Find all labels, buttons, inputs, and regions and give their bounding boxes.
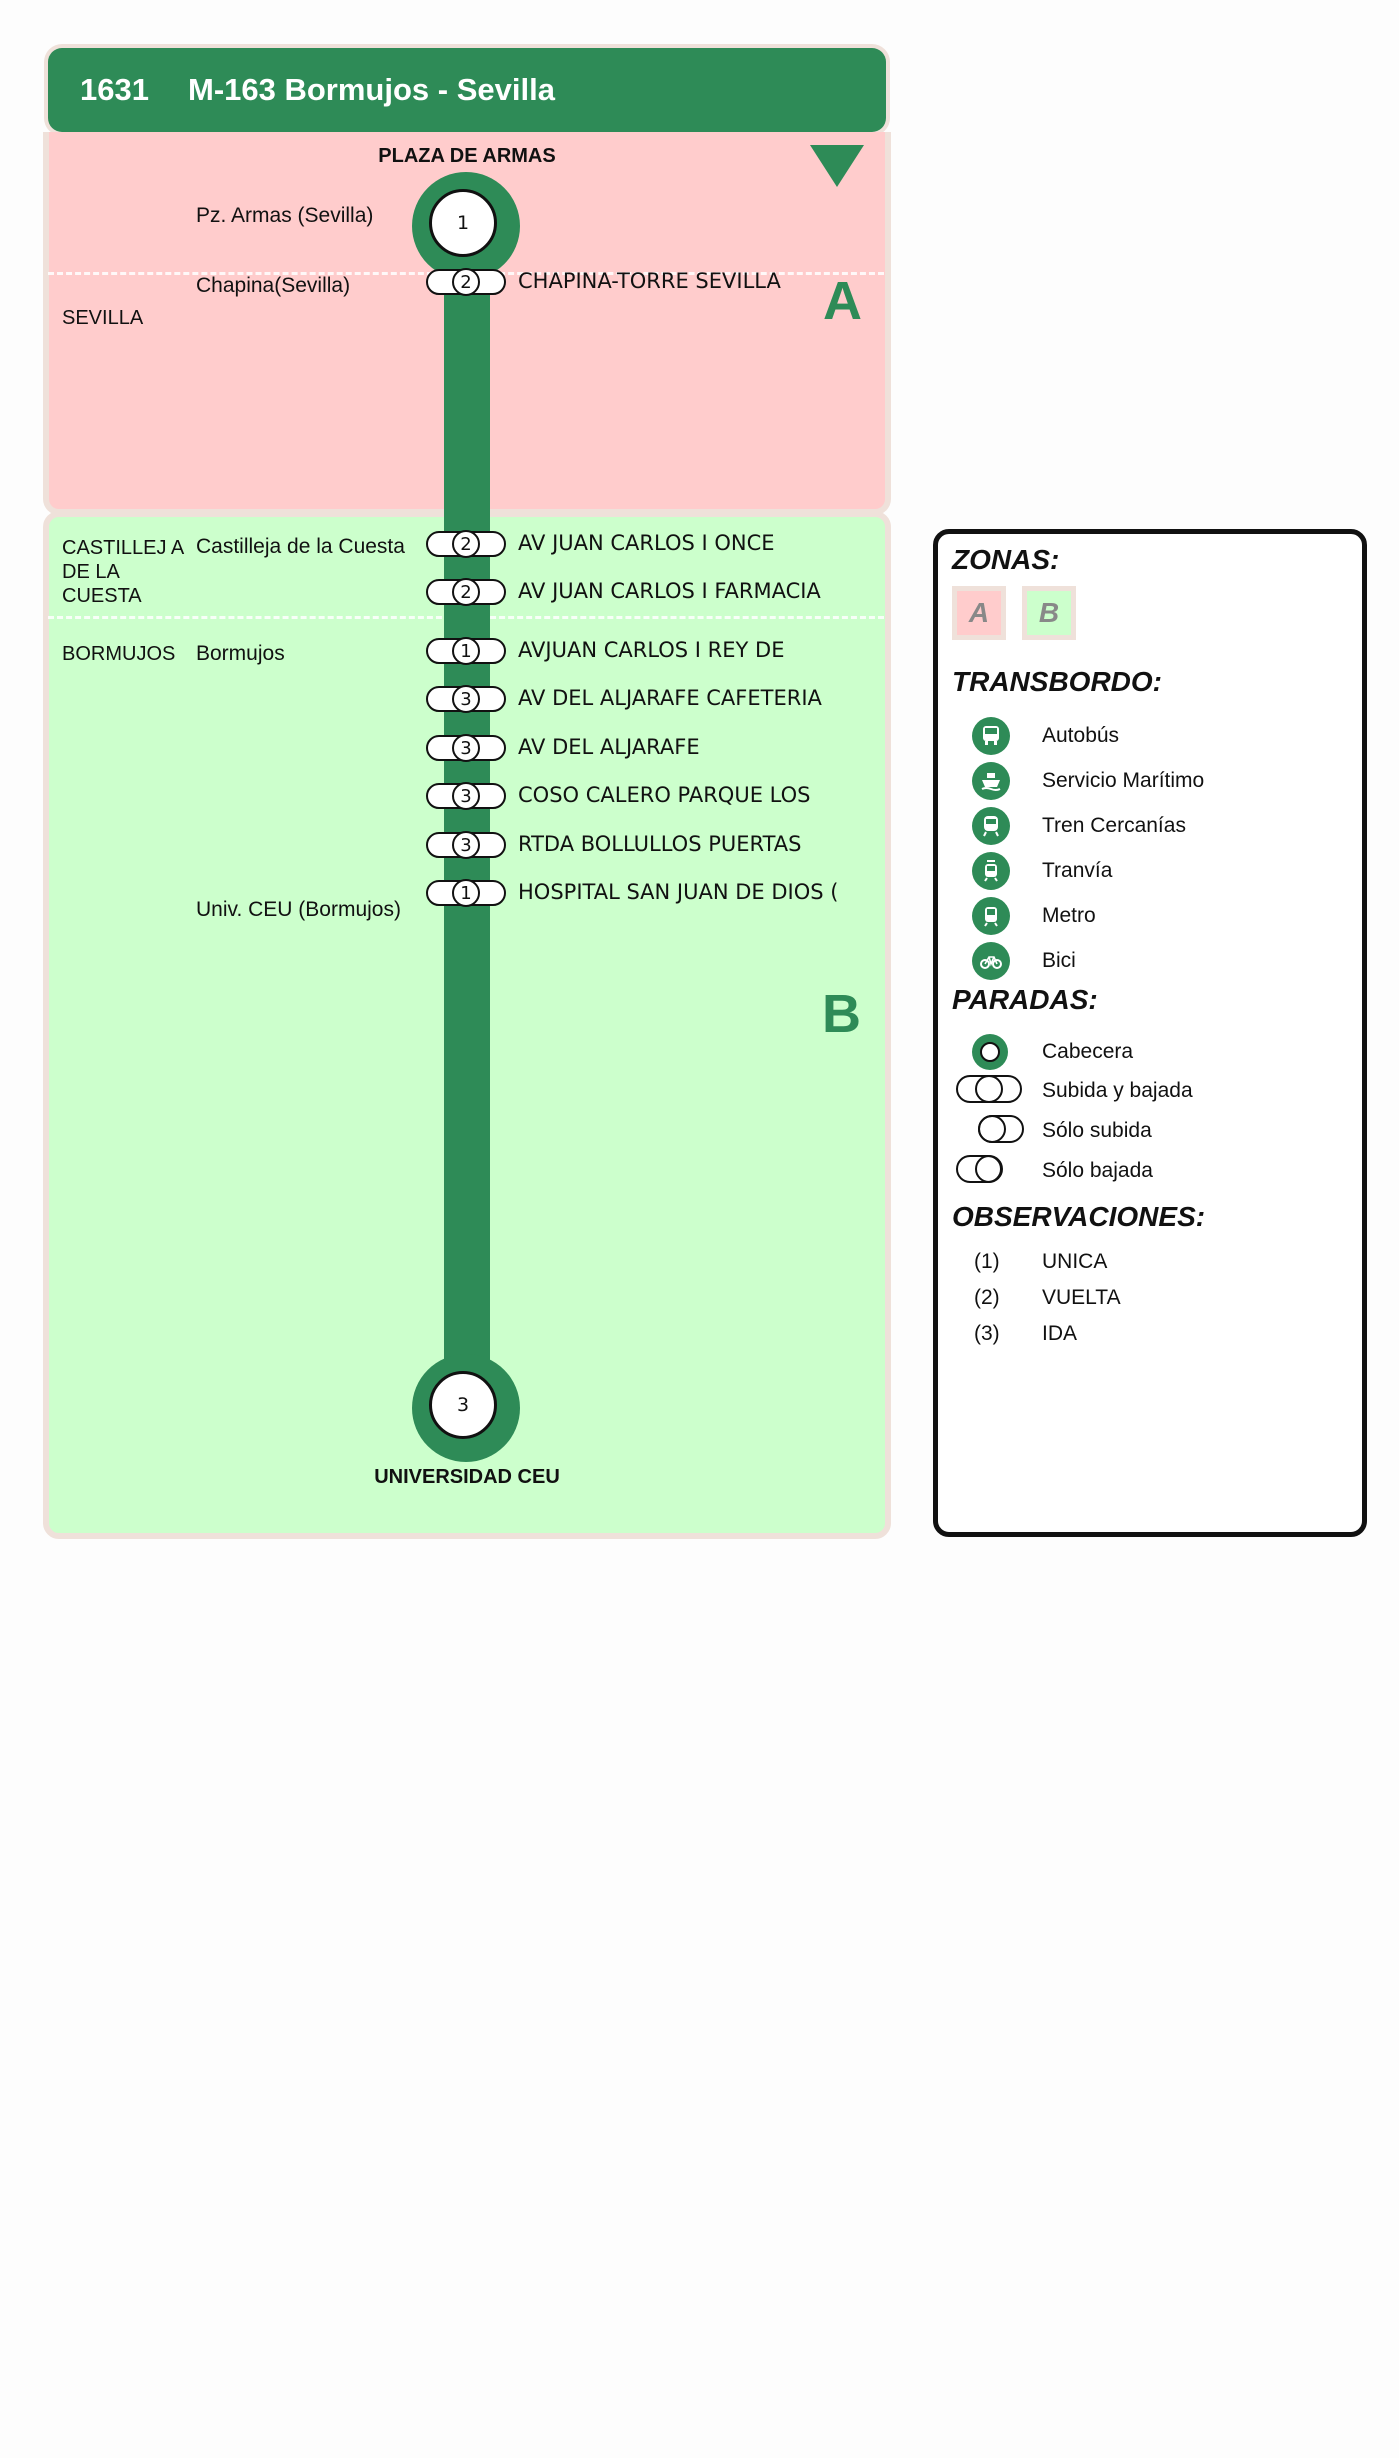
transbordo-label: Autobús [1042, 724, 1120, 747]
bike-icon [972, 942, 1010, 980]
stop-obs-number: 3 [452, 782, 480, 810]
obs-label: VUELTA [1042, 1286, 1121, 1309]
origin-name: PLAZA DE ARMAS [378, 145, 556, 167]
stop-obs-number: 2 [452, 268, 480, 296]
transbordo-label: Tranvía [1042, 859, 1113, 882]
locality-label: Univ. CEU (Bormujos) [196, 898, 401, 921]
stop-marker[interactable]: 3 [426, 734, 506, 762]
stop-obs-number: 3 [452, 734, 480, 762]
stop-obs-number: 1 [452, 637, 480, 665]
destination-name: UNIVERSIDAD CEU [374, 1466, 560, 1488]
origin-terminal[interactable]: 1 [412, 172, 520, 280]
locality-label: Chapina(Sevilla) [196, 274, 351, 297]
cabecera-icon [972, 1034, 1008, 1070]
transbordo-label: Metro [1042, 904, 1096, 927]
tram-icon [972, 852, 1010, 890]
locality-label: Castilleja de la Cuesta [196, 535, 405, 558]
locality-label: Pz. Armas (Sevilla) [196, 204, 374, 227]
line-code: 1631 [80, 72, 149, 107]
train-icon [972, 807, 1010, 845]
stop-marker[interactable]: 1 [426, 879, 506, 907]
legend-zone-b: B [1022, 586, 1076, 640]
parada-label: Sólo bajada [1042, 1159, 1153, 1182]
municipality-bormujos: BORMUJOS [62, 643, 176, 665]
obs-number: (2) [974, 1286, 1000, 1309]
legend-paradas-title: PARADAS: [952, 984, 1098, 1015]
stop-marker[interactable]: 3 [426, 831, 506, 859]
stop-obs-number: 1 [452, 879, 480, 907]
metro-icon [972, 897, 1010, 935]
ferry-icon [972, 762, 1010, 800]
line-header: 1631 M-163 Bormujos - Sevilla [48, 48, 886, 132]
transbordo-label: Servicio Marítimo [1042, 769, 1205, 792]
stop-obs-number: 2 [452, 578, 480, 606]
stop-name: AV DEL ALJARAFE CAFETERIA [518, 686, 822, 710]
stop-name: AVJUAN CARLOS I REY DE [518, 638, 785, 662]
legend-transbordo-title: TRANSBORDO: [952, 666, 1162, 697]
locality-label: Bormujos [196, 642, 285, 665]
municipality-castilleja: CASTILLEJ A DE LA CUESTA [62, 537, 184, 607]
line-name: M-163 Bormujos - Sevilla [188, 72, 555, 107]
parada-label: Sólo subida [1042, 1119, 1152, 1142]
legend-zone-a: A [952, 586, 1006, 640]
transbordo-label: Bici [1042, 949, 1076, 972]
subida-bajada-icon [956, 1074, 1022, 1103]
stop-marker[interactable]: 3 [426, 782, 506, 810]
legend-zonas-title: ZONAS: [952, 544, 1060, 575]
solo-subida-icon [977, 1114, 1024, 1143]
origin-number: 1 [429, 189, 497, 257]
stop-name: RTDA BOLLULLOS PUERTAS [518, 832, 802, 856]
stop-marker[interactable]: 2 [426, 530, 506, 558]
obs-label: IDA [1042, 1322, 1078, 1345]
stop-name: HOSPITAL SAN JUAN DE DIOS ( [518, 880, 839, 904]
stop-obs-number: 3 [452, 685, 480, 713]
stop-obs-number: 3 [452, 831, 480, 859]
zone-a-label: A [823, 271, 862, 331]
legend-panel: ZONAS: A B TRANSBORDO: Autobús Servicio … [933, 529, 1367, 1537]
stop-marker[interactable]: 1 [426, 637, 506, 665]
obs-number: (3) [974, 1322, 1000, 1345]
parada-label: Cabecera [1042, 1040, 1134, 1063]
stop-name: COSO CALERO PARQUE LOS [518, 783, 811, 807]
obs-number: (1) [974, 1250, 1000, 1273]
zone-b-label: B [822, 984, 861, 1044]
stop-marker[interactable]: 2 [426, 268, 506, 296]
bus-icon [972, 717, 1010, 755]
legend-observaciones-title: OBSERVACIONES: [952, 1201, 1206, 1232]
stop-obs-number: 2 [452, 530, 480, 558]
destination-terminal[interactable]: 3 [412, 1354, 520, 1462]
stop-name: AV JUAN CARLOS I ONCE [518, 531, 775, 555]
stop-name: AV DEL ALJARAFE [518, 735, 700, 759]
stop-marker[interactable]: 3 [426, 685, 506, 713]
solo-bajada-icon [956, 1154, 1003, 1183]
direction-arrow-icon [810, 145, 864, 187]
stop-name: AV JUAN CARLOS I FARMACIA [518, 579, 821, 603]
destination-number: 3 [429, 1371, 497, 1439]
transbordo-label: Tren Cercanías [1042, 814, 1186, 837]
obs-label: UNICA [1042, 1250, 1108, 1273]
municipality-sevilla: SEVILLA [62, 307, 144, 329]
stop-marker[interactable]: 2 [426, 578, 506, 606]
route-line [444, 222, 490, 1412]
stop-name: CHAPINA-TORRE SEVILLA [518, 269, 781, 293]
parada-label: Subida y bajada [1042, 1079, 1193, 1102]
